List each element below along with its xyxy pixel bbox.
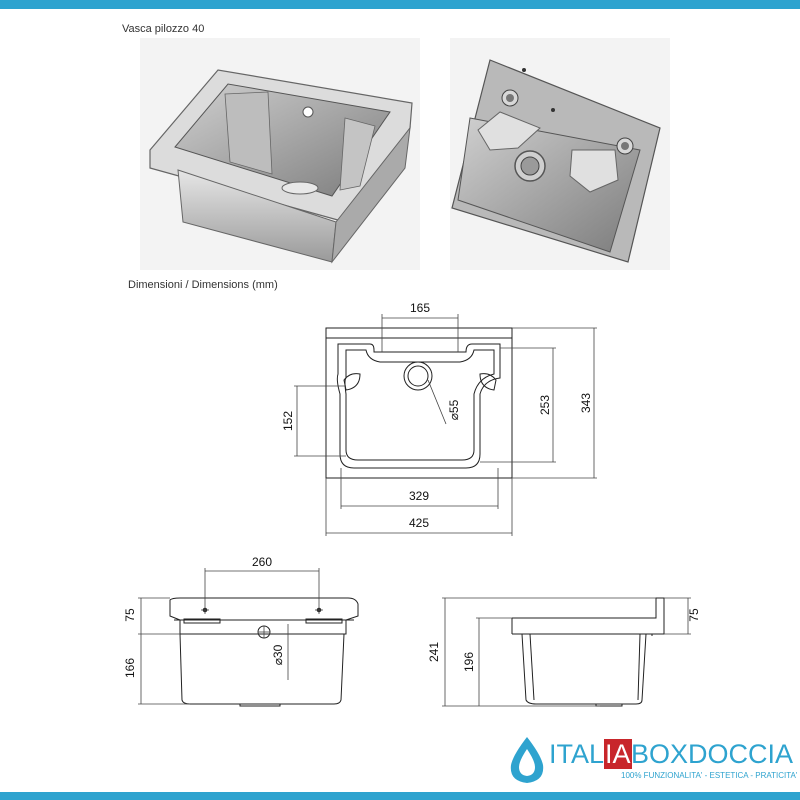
logo-text-italia: ITALIA [549,739,632,769]
side-view-drawing [511,597,665,707]
dim-260: 260 [252,555,272,569]
dim-241: 241 [427,642,441,662]
dim-166: 166 [123,658,137,678]
side-view-dimension-lines [442,597,691,707]
product-title: Vasca pilozzo 40 [122,23,205,35]
logo-text-boxdoccia: BOXDOCCIA [631,739,794,769]
dim-425: 425 [409,516,429,530]
dim-196: 196 [462,652,476,672]
dimensions-subtitle: Dimensioni / Dimensions (mm) [128,279,278,291]
front-view-dimension-lines [138,568,323,705]
water-drop-icon [510,737,544,783]
logo-tagline: 100% FUNZIONALITA' - ESTETICA - PRATICIT… [621,771,798,780]
sink-render-bottom [450,38,670,270]
dim-75-front: 75 [123,608,137,622]
dim-75-side: 75 [687,608,701,622]
dim-152: 152 [281,411,295,431]
dim-343: 343 [579,393,593,413]
dim-dia30: ⌀30 [271,644,285,665]
top-view-dimension-lines [294,314,597,536]
sink-render-front [140,38,420,270]
dim-253: 253 [538,395,552,415]
dim-165: 165 [410,301,430,315]
brand-logo: ITALIA BOXDOCCIA 100% FUNZIONALITA' - ES… [505,735,800,785]
top-accent-bar [0,0,800,9]
bottom-accent-bar [0,792,800,800]
front-view-drawing [169,597,359,707]
dim-dia55: ⌀55 [447,399,461,420]
top-view-drawing [325,327,513,479]
dim-329: 329 [409,489,429,503]
